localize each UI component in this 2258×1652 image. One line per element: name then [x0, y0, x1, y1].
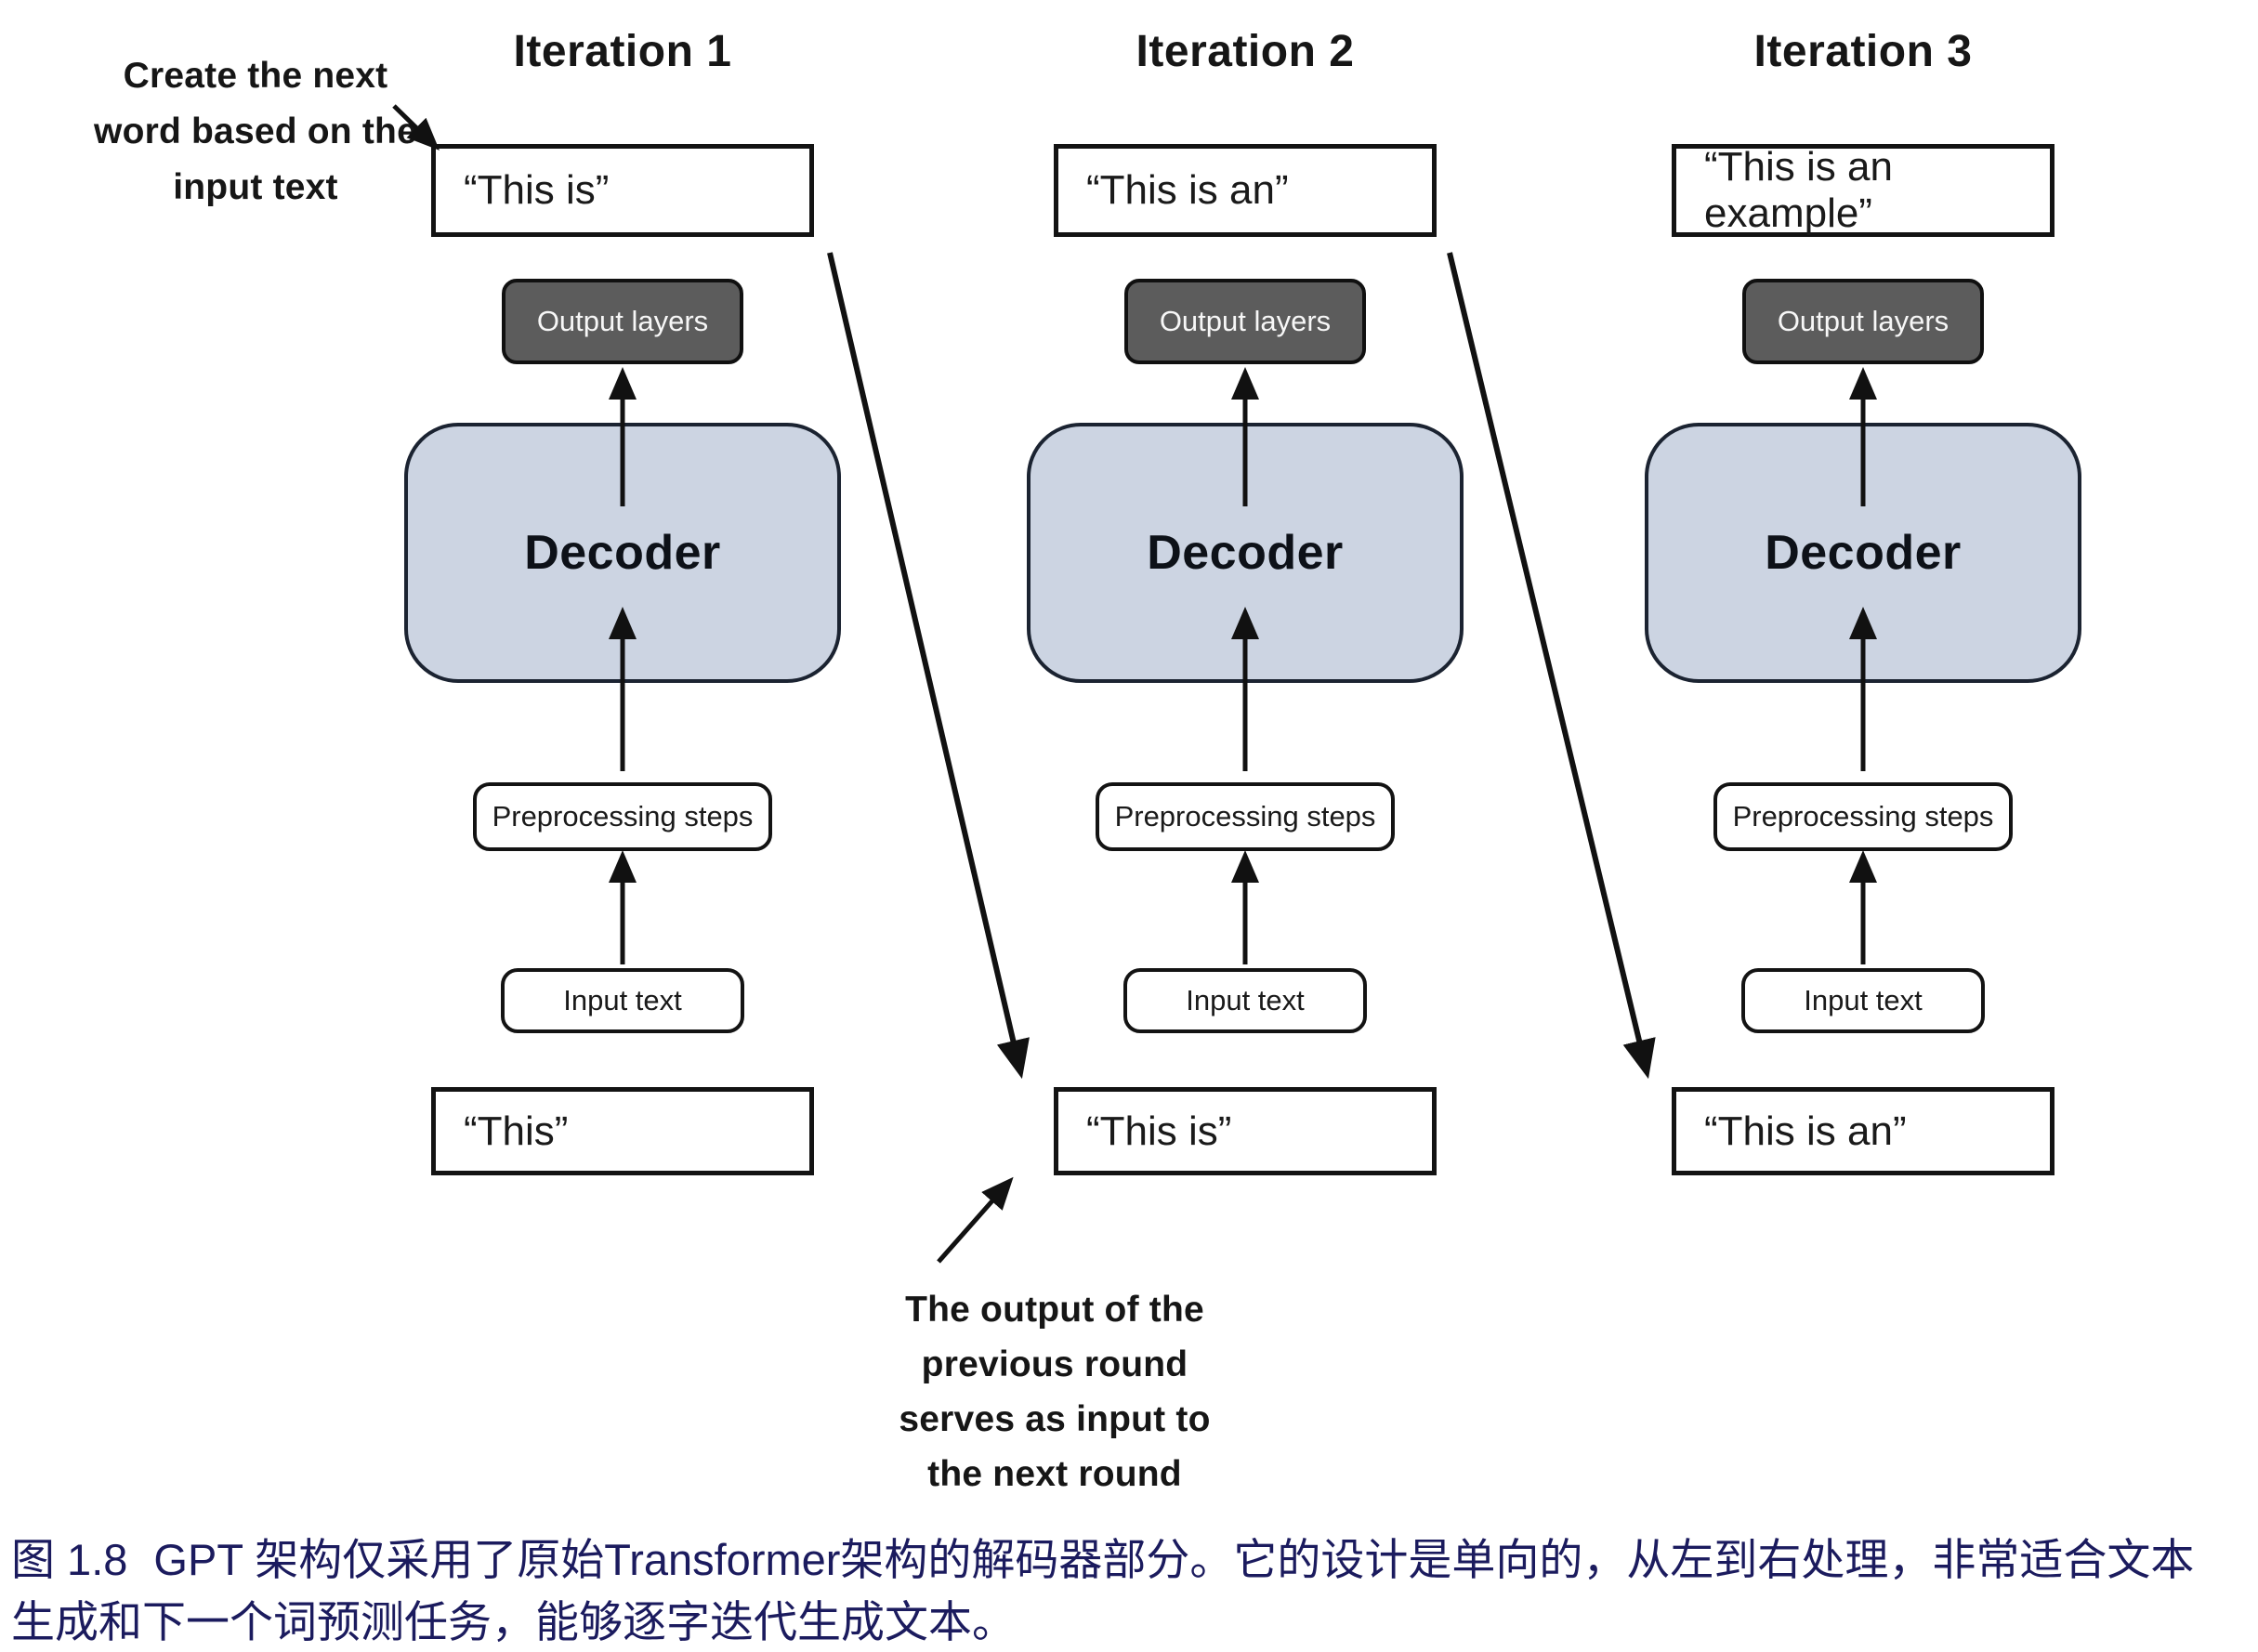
input-quote-box: “This” — [431, 1087, 814, 1175]
iteration-title: Iteration 3 — [1753, 27, 1973, 76]
output-layers-label: Output layers — [1159, 305, 1332, 337]
preprocessing-steps-box: Preprocessing steps — [473, 782, 772, 851]
caption-figure-label: 图 1.8 — [11, 1535, 128, 1584]
output-layers-box: Output layers — [502, 279, 743, 364]
output-layers-label: Output layers — [1777, 305, 1949, 337]
preprocessing-steps-label: Preprocessing steps — [1114, 800, 1376, 833]
iteration-title: Iteration 1 — [513, 27, 732, 76]
annotation-line: word based on the — [94, 111, 417, 151]
preprocessing-steps-label: Preprocessing steps — [492, 800, 754, 833]
decoder-label: Decoder — [1147, 526, 1344, 580]
figure-caption: 图 1.8 GPT 架构仅采用了原始Transformer架构的解码器部分。它的设… — [11, 1528, 2247, 1652]
annotation-line: the next round — [927, 1454, 1182, 1494]
preprocessing-steps-box: Preprocessing steps — [1096, 782, 1395, 851]
generated-text-box: “This is an” — [1054, 144, 1437, 237]
annotation-line: Create the next — [123, 56, 388, 96]
input-text-label: Input text — [563, 984, 682, 1016]
decoder-label: Decoder — [524, 526, 721, 580]
decoder-box: Decoder — [1645, 423, 2081, 683]
caption-text-1: GPT 架构仅采用了原始Transformer架构的解码器部分。它的设计是单向的… — [153, 1535, 2195, 1584]
input-text-box: Input text — [1123, 968, 1367, 1033]
annotation-line: input text — [173, 167, 338, 207]
iteration-title: Iteration 2 — [1136, 27, 1355, 76]
output-layers-box: Output layers — [1124, 279, 1366, 364]
generated-text: “This is an example” — [1704, 144, 1893, 236]
output-layers-box: Output layers — [1742, 279, 1984, 364]
annotation-create-next-word: Create the next word based on the input … — [33, 48, 479, 216]
generated-text-box: “This is an example” — [1672, 144, 2055, 237]
input-text-label: Input text — [1804, 984, 1923, 1016]
annotation-line: serves as input to — [899, 1399, 1211, 1439]
annotation-output-feeds-next: The output of the previous round serves … — [822, 1282, 1287, 1501]
output-layers-label: Output layers — [536, 305, 709, 337]
input-quote-text: “This” — [464, 1108, 569, 1154]
decoder-label: Decoder — [1765, 526, 1962, 580]
input-quote-box: “This is an” — [1672, 1087, 2055, 1175]
preprocessing-steps-label: Preprocessing steps — [1732, 800, 1994, 833]
generated-text-box: “This is” — [431, 144, 814, 237]
annotation-line: The output of the — [905, 1290, 1204, 1330]
input-quote-text: “This is” — [1086, 1108, 1232, 1154]
generated-text: “This is an” — [1086, 167, 1289, 213]
caption-line-1: 图 1.8 GPT 架构仅采用了原始Transformer架构的解码器部分。它的设… — [11, 1528, 2247, 1591]
input-quote-text: “This is an” — [1704, 1108, 1907, 1154]
preprocessing-steps-box: Preprocessing steps — [1713, 782, 2013, 851]
input-text-label: Input text — [1186, 984, 1305, 1016]
caption-line-2: 生成和下一个词预测任务，能够逐字迭代生成文本。 — [11, 1597, 1016, 1646]
input-quote-box: “This is” — [1054, 1087, 1437, 1175]
input-text-box: Input text — [501, 968, 744, 1033]
annotation-line: previous round — [921, 1344, 1188, 1384]
input-text-box: Input text — [1741, 968, 1985, 1033]
generated-text: “This is” — [464, 167, 610, 213]
